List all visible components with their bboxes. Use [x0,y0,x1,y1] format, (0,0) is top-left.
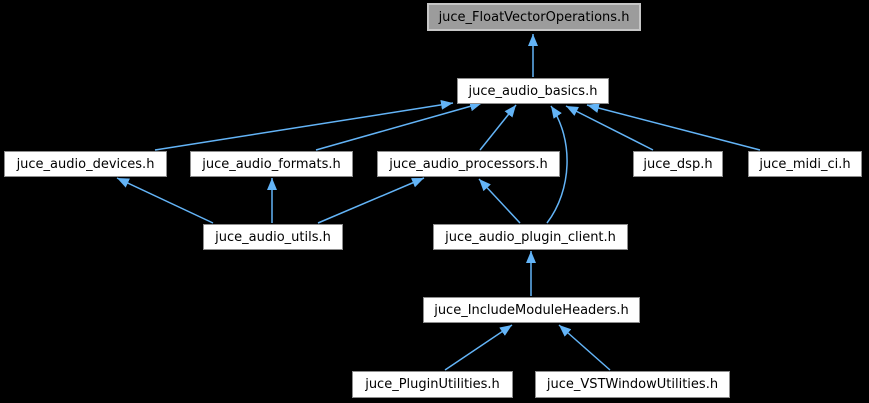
graph-node-formats[interactable]: juce_audio_formats.h [190,151,353,177]
edge-midi_ci-to-basics [586,103,761,151]
edge-dsp-to-basics [565,105,654,151]
graph-node-devices[interactable]: juce_audio_devices.h [4,151,167,177]
edge-processors-to-basics [479,104,517,151]
graph-node-imh[interactable]: juce_IncludeModuleHeaders.h [423,297,640,323]
edge-formats-to-basics [315,101,483,151]
edge-plugin_client-to-processors [478,178,521,224]
graph-node-utils[interactable]: juce_audio_utils.h [203,224,343,250]
edge-vstwu-to-imh [558,324,611,371]
graph-node-vstwu[interactable]: juce_VSTWindowUtilities.h [535,371,730,398]
graph-node-dsp[interactable]: juce_dsp.h [633,151,723,177]
edge-devices-to-basics [154,99,454,151]
edge-utils-to-devices [116,177,214,224]
graph-node-midi_ci[interactable]: juce_midi_ci.h [748,151,862,177]
edge-utils-to-processors [317,177,425,224]
graph-node-processors[interactable]: juce_audio_processors.h [377,151,560,177]
graph-node-fvo: juce_FloatVectorOperations.h [427,3,641,31]
graph-node-plugin_client[interactable]: juce_audio_plugin_client.h [433,224,628,250]
graph-node-basics[interactable]: juce_audio_basics.h [457,78,609,104]
graph-node-pu[interactable]: juce_PluginUtilities.h [352,371,513,398]
edge-pu-to-imh [444,324,513,371]
